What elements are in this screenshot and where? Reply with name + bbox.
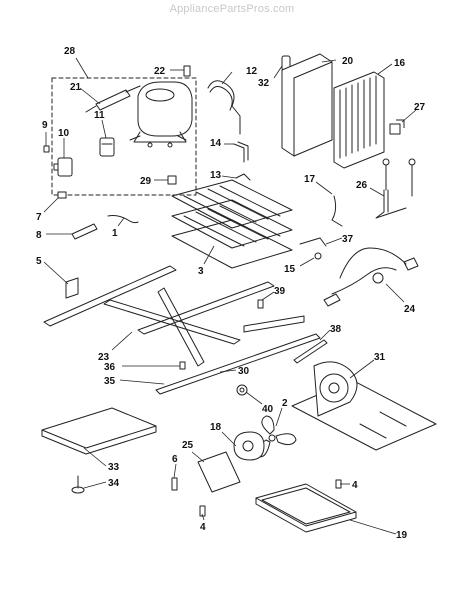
condenser-shroud-part[interactable] [281, 53, 337, 157]
callout-37: 37 [342, 234, 354, 245]
callout-8: 8 [36, 230, 42, 241]
callout-24: 24 [404, 304, 416, 315]
callout-22: 22 [154, 66, 166, 77]
rail-5-part[interactable] [43, 261, 79, 299]
callout-25: 25 [182, 440, 194, 451]
callout-18: 18 [210, 422, 222, 433]
callout-26: 26 [356, 180, 368, 191]
callout-11: 11 [94, 110, 105, 121]
callout-7: 7 [36, 212, 42, 223]
callout-10: 10 [58, 128, 70, 139]
wire-1-part[interactable] [107, 215, 139, 227]
grommet-40-part[interactable] [236, 384, 263, 405]
fan-bracket-31-part[interactable] [291, 359, 437, 451]
callout-23: 23 [98, 352, 110, 363]
bolt-22-part[interactable] [170, 65, 191, 77]
callout-21: 21 [70, 82, 82, 93]
screw-15-part[interactable] [299, 252, 322, 267]
base-frame-part[interactable] [43, 265, 305, 367]
wire-harness-part[interactable] [323, 247, 419, 307]
callout-14: 14 [210, 138, 222, 149]
evaporator-coil-part[interactable] [171, 179, 293, 269]
screw-4-lower-part[interactable] [199, 505, 206, 521]
tube-14-part[interactable] [224, 141, 249, 163]
heater-13-part[interactable] [221, 173, 251, 181]
callout-36: 36 [104, 362, 116, 373]
front-rail-part[interactable] [119, 333, 321, 395]
compressor-part[interactable] [129, 81, 193, 148]
leveling-leg-part[interactable] [71, 475, 107, 494]
compressor-assembly-box [51, 57, 197, 196]
callout-19: 19 [396, 530, 408, 541]
screw-9-part[interactable] [43, 132, 50, 153]
callout-13: 13 [210, 170, 222, 181]
grommet-part[interactable] [154, 175, 177, 185]
callout-labels: 28 22 12 32 20 16 21 11 9 10 27 14 29 13… [36, 46, 426, 541]
tube-17-part[interactable] [315, 181, 343, 227]
motor-bracket-part[interactable] [191, 451, 241, 493]
callout-35: 35 [104, 376, 116, 387]
bracket-37-part[interactable] [299, 237, 343, 247]
callout-40: 40 [262, 404, 274, 415]
drain-pan-part[interactable] [255, 483, 397, 535]
callout-4-right: 4 [352, 480, 358, 491]
nut-7-part[interactable] [43, 191, 67, 213]
callout-33: 33 [108, 462, 120, 473]
rod-38-part[interactable] [293, 329, 331, 364]
condenser-coil-part[interactable] [333, 63, 393, 169]
callout-31: 31 [374, 352, 386, 363]
callout-38: 38 [330, 324, 342, 335]
callout-15: 15 [284, 264, 296, 275]
callout-27: 27 [414, 102, 426, 113]
watermark-text: AppliancePartsPros.com [169, 3, 295, 15]
screw-6-part[interactable] [171, 463, 178, 491]
screw-39-part[interactable] [257, 291, 275, 309]
callout-2: 2 [282, 398, 288, 409]
callout-32: 32 [258, 78, 270, 89]
callout-20: 20 [342, 56, 354, 67]
screw-36-part[interactable] [122, 361, 186, 370]
callout-39: 39 [274, 286, 286, 297]
callout-9: 9 [42, 120, 48, 131]
callout-3: 3 [198, 266, 204, 277]
tube-12-part[interactable] [207, 71, 241, 135]
callout-1: 1 [112, 228, 118, 239]
tube-8-part[interactable] [46, 223, 98, 240]
fan-motor-part[interactable] [221, 431, 265, 461]
tube-26-part[interactable] [369, 158, 416, 219]
filter-drier-part[interactable] [79, 85, 141, 113]
clip-27-part[interactable] [389, 109, 417, 135]
callout-28: 28 [64, 46, 76, 57]
screw-4-right-part[interactable] [335, 479, 350, 489]
callout-12: 12 [246, 66, 258, 77]
callout-30: 30 [238, 366, 250, 377]
insulation-pad-part[interactable] [41, 407, 157, 467]
callout-4-lower: 4 [200, 522, 206, 533]
callout-29: 29 [140, 176, 152, 187]
start-relay-part[interactable] [99, 119, 115, 157]
callout-6: 6 [172, 454, 178, 465]
callout-17: 17 [304, 174, 316, 185]
callout-5: 5 [36, 256, 42, 267]
callout-34: 34 [108, 478, 120, 489]
overload-part[interactable] [53, 138, 73, 177]
callout-16: 16 [394, 58, 406, 69]
